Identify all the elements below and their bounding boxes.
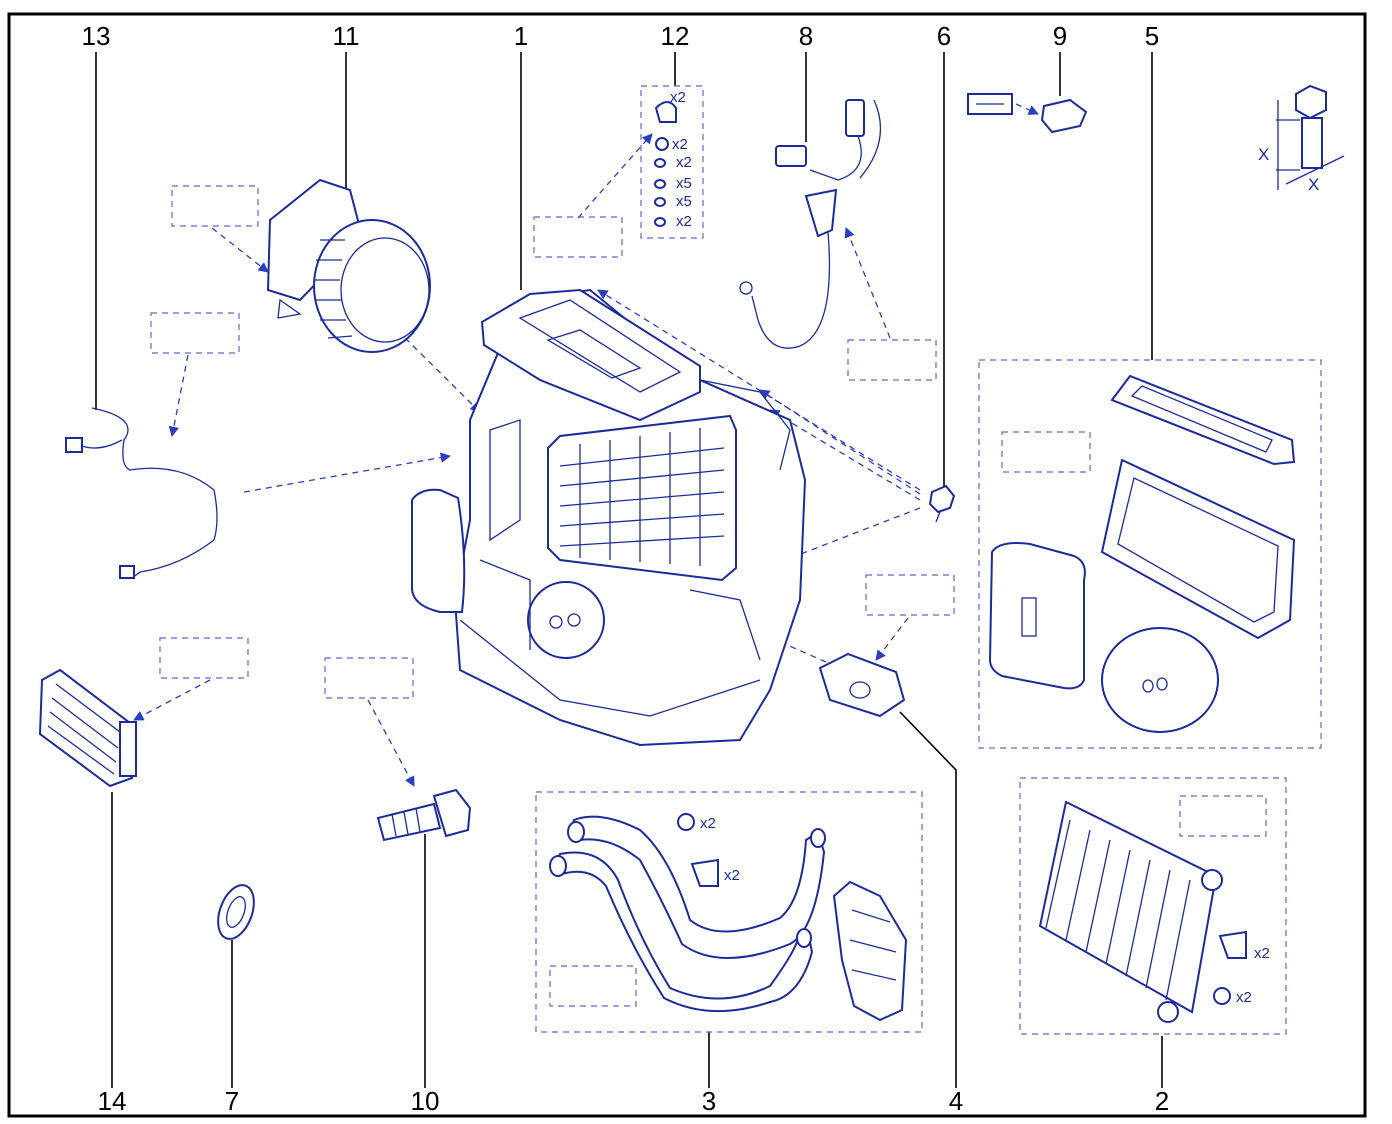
callout-2: 2 bbox=[1155, 1086, 1169, 1116]
grommet-7 bbox=[217, 884, 255, 940]
heater-element-14 bbox=[38, 668, 137, 788]
sensor-bulb-9 bbox=[967, 93, 1088, 134]
fan-blades bbox=[314, 239, 353, 339]
grille-lines bbox=[559, 428, 725, 566]
kit12-qty-screw-2: x5 bbox=[676, 175, 692, 192]
leader-lines bbox=[95, 52, 1163, 1088]
callout-6: 6 bbox=[937, 21, 951, 51]
dimension-label-vertical: X bbox=[1258, 145, 1269, 164]
callout-10: 10 bbox=[411, 1086, 440, 1116]
hvac-unit-housing bbox=[411, 288, 807, 747]
callout-12: 12 bbox=[661, 21, 690, 51]
callout-1: 1 bbox=[514, 21, 528, 51]
blower-motor bbox=[266, 178, 431, 353]
reference-label-boxes bbox=[150, 185, 1267, 1007]
diagram-border bbox=[7, 12, 1367, 1118]
wiring-harness bbox=[739, 99, 882, 349]
callout-8: 8 bbox=[799, 21, 813, 51]
kit12-qty-screw-1: x2 bbox=[676, 154, 692, 171]
heater-core-2: x2 x2 bbox=[1038, 800, 1270, 1023]
callout-11: 11 bbox=[333, 21, 360, 51]
filter-kit-5 bbox=[988, 374, 1296, 733]
dimension-label-horizontal: X bbox=[1308, 175, 1319, 194]
hardware-kit-12: x2 x2 x2 x5 x5 x2 bbox=[654, 89, 692, 230]
kit12-qty-screw-4: x2 bbox=[676, 213, 692, 230]
callout-7: 7 bbox=[225, 1086, 239, 1116]
kit-5-box bbox=[978, 359, 1322, 749]
coolant-pipes-3: x2 x2 bbox=[549, 813, 908, 1022]
kit3-qty-clip: x2 bbox=[724, 867, 740, 884]
kit12-qty-ring: x2 bbox=[672, 136, 688, 153]
kit2-qty-clip: x2 bbox=[1254, 945, 1270, 962]
kit12-qty-screw-3: x5 bbox=[676, 193, 692, 210]
kit2-qty-ring: x2 bbox=[1236, 989, 1252, 1006]
temperature-sensor-10 bbox=[376, 788, 472, 842]
callout-9: 9 bbox=[1053, 21, 1067, 51]
callout-13: 13 bbox=[82, 21, 111, 51]
kit3-qty-ring: x2 bbox=[700, 815, 716, 832]
sensor-wire-13 bbox=[65, 407, 218, 579]
callout-4: 4 bbox=[949, 1086, 963, 1116]
kit-12-box bbox=[640, 85, 704, 239]
kit-3-box bbox=[535, 791, 923, 1033]
fastener-clip-6 bbox=[928, 484, 956, 523]
actuator-motor-4 bbox=[818, 652, 906, 718]
callout-5: 5 bbox=[1145, 21, 1159, 51]
callout-14: 14 bbox=[98, 1086, 127, 1116]
kit12-qty-clip: x2 bbox=[670, 89, 686, 106]
callout-3: 3 bbox=[702, 1086, 716, 1116]
kit-2-box bbox=[1019, 777, 1287, 1035]
bolt-dimension-icon: X X bbox=[1258, 84, 1345, 194]
